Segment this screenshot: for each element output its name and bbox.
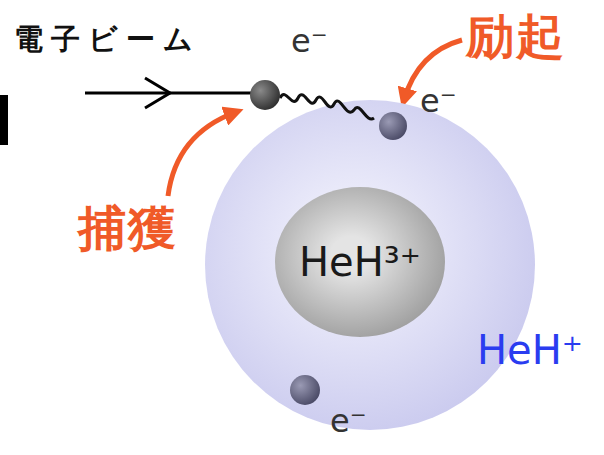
beam-label: 電子ビーム: [14, 24, 201, 56]
electron-label: e⁻: [420, 84, 457, 119]
nucleus-core: HeH³⁺: [275, 187, 445, 337]
wavy-interaction: [280, 95, 374, 119]
core-label: HeH³⁺: [299, 240, 421, 284]
ion-label: HeH⁺: [477, 328, 583, 372]
beam-arrowhead: [145, 78, 170, 108]
electron-label: e⁻: [330, 404, 367, 439]
edge-bar: [0, 95, 8, 145]
ion-cloud: HeH⁺HeH³⁺: [205, 100, 535, 430]
excitation-label: 励起: [466, 10, 566, 63]
capture-label: 捕獲: [78, 202, 178, 255]
excited-electron: [379, 112, 407, 140]
electron-label: e⁻: [291, 24, 328, 59]
capture-pointer: [168, 112, 236, 196]
bound-electron: [290, 375, 320, 405]
beam-electron: [250, 80, 280, 110]
